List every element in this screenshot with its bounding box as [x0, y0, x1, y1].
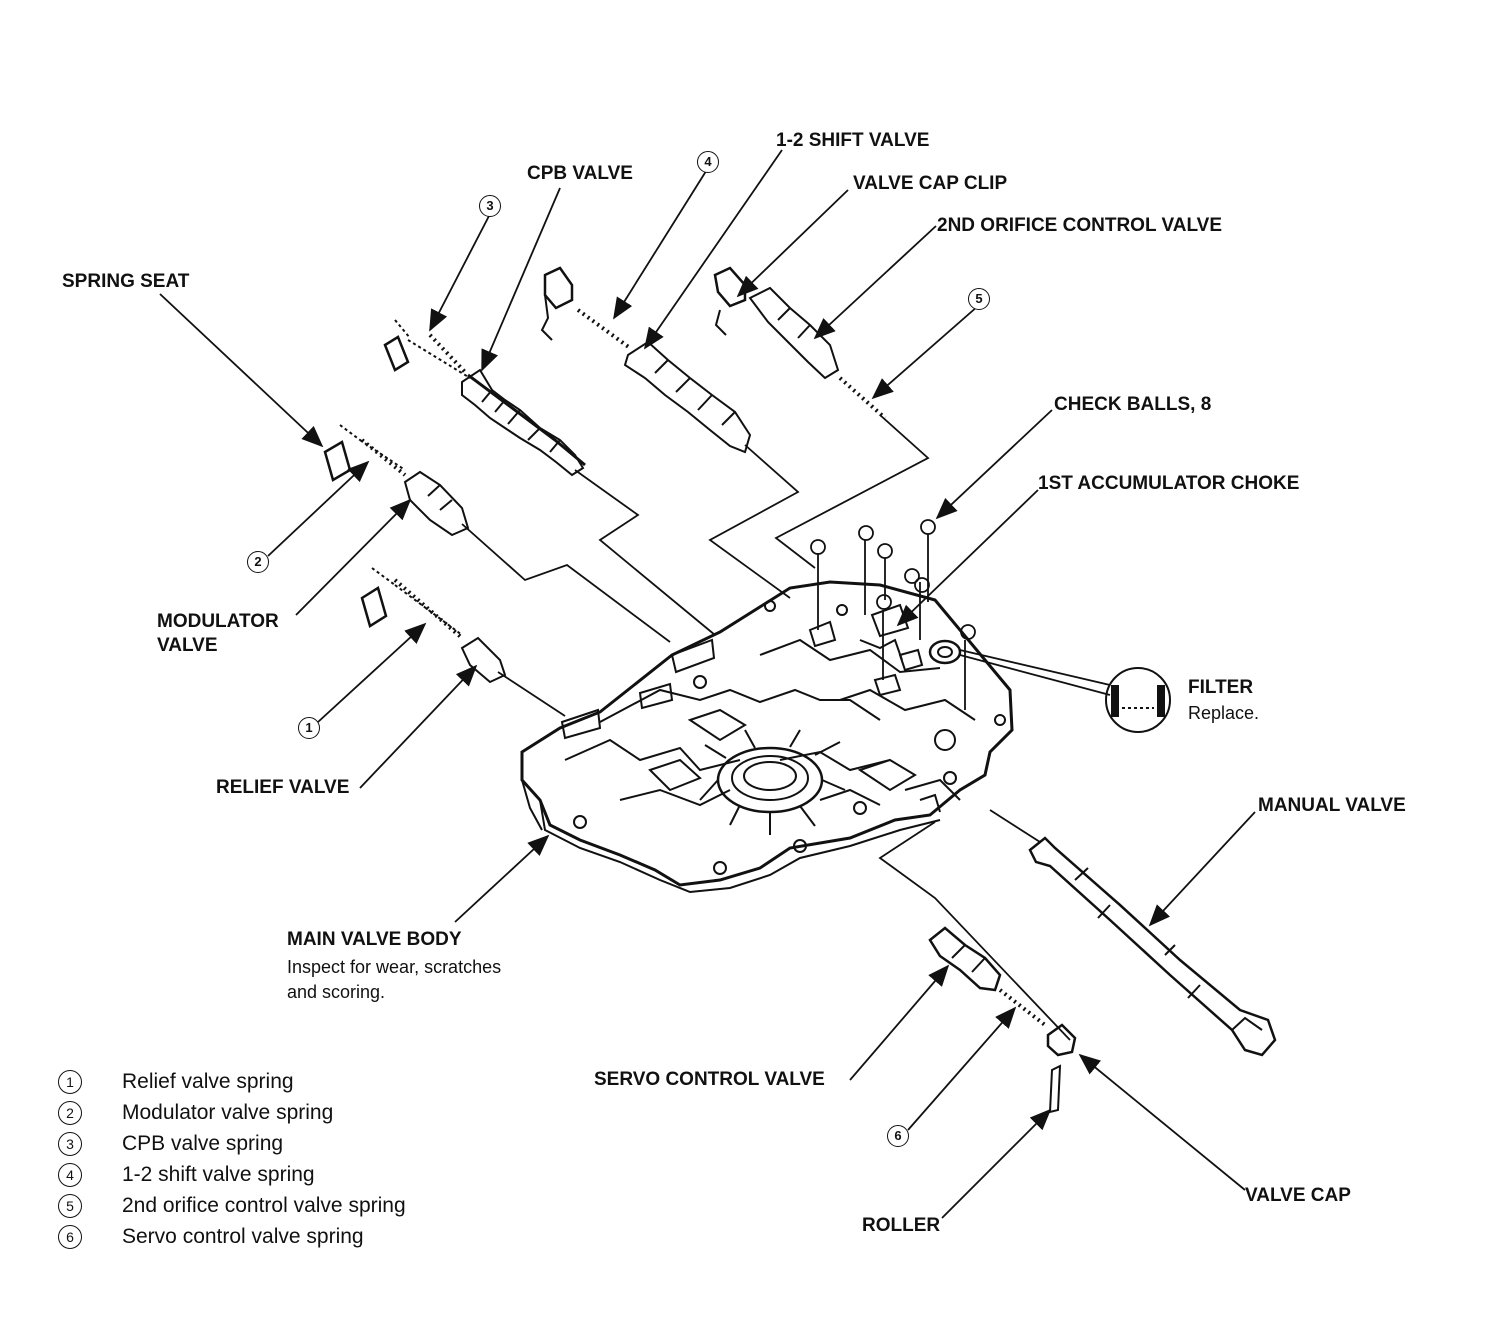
legend-item: 4 1-2 shift valve spring — [58, 1159, 406, 1190]
legend-number: 5 — [58, 1193, 82, 1218]
legend-text: Servo control valve spring — [122, 1224, 364, 1248]
label-main-valve-body-note-line2: and scoring. — [287, 982, 386, 1002]
filter-shape — [1105, 667, 1171, 733]
label-main-valve-body: MAIN VALVE BODY — [287, 929, 462, 950]
label-valve-cap: VALVE CAP — [1245, 1185, 1351, 1206]
cpb-valve-shape — [383, 319, 586, 477]
spring-legend: 1 Relief valve spring 2 Modulator valve … — [58, 1066, 406, 1252]
callout-5: 5 — [968, 288, 990, 310]
legend-text: 2nd orifice control valve spring — [122, 1193, 406, 1217]
label-filter: FILTER — [1188, 677, 1254, 698]
label-valve-cap-clip: VALVE CAP CLIP — [853, 173, 1008, 194]
servo-control-valve-shape — [928, 926, 1077, 1114]
shift-valve-1-2-shape — [540, 266, 752, 454]
legend-text: CPB valve spring — [122, 1131, 284, 1155]
callout-4: 4 — [697, 151, 719, 173]
label-manual-valve: MANUAL VALVE — [1258, 795, 1406, 816]
legend-item: 6 Servo control valve spring — [58, 1221, 406, 1252]
label-modulator-valve-line1: MODULATOR — [157, 611, 279, 632]
legend-item: 2 Modulator valve spring — [58, 1097, 406, 1128]
callout-6: 6 — [887, 1125, 909, 1147]
label-spring-seat: SPRING SEAT — [62, 271, 190, 292]
label-check-balls: CHECK BALLS, 8 — [1054, 394, 1212, 415]
legend-number: 1 — [58, 1069, 82, 1094]
legend-number: 3 — [58, 1131, 82, 1156]
legend-text: 1-2 shift valve spring — [122, 1162, 315, 1186]
callout-1: 1 — [298, 717, 320, 739]
orifice-control-valve-shape — [713, 266, 887, 420]
legend-item: 1 Relief valve spring — [58, 1066, 406, 1097]
label-filter-note: Replace. — [1188, 703, 1260, 723]
label-main-valve-body-note-line1: Inspect for wear, scratches — [287, 957, 502, 977]
label-modulator-valve-line2: VALVE — [157, 635, 218, 656]
legend-text: Modulator valve spring — [122, 1100, 334, 1124]
relief-valve-shape — [360, 567, 507, 684]
legend-text: Relief valve spring — [122, 1069, 294, 1093]
callout-2: 2 — [247, 551, 269, 573]
label-cpb-valve: CPB VALVE — [527, 163, 633, 184]
main-valve-body-shape — [520, 580, 1014, 894]
label-1st-accumulator-choke: 1ST ACCUMULATOR CHOKE — [1038, 473, 1300, 494]
manual-valve-shape — [1028, 836, 1277, 1057]
label-roller: ROLLER — [862, 1215, 941, 1236]
legend-number: 2 — [58, 1100, 82, 1125]
label-2nd-orifice-control-valve: 2ND ORIFICE CONTROL VALVE — [937, 215, 1223, 236]
legend-number: 4 — [58, 1162, 82, 1187]
assembly-lines — [461, 414, 1111, 1041]
modulator-valve-shape — [323, 424, 470, 537]
legend-item: 5 2nd orifice control valve spring — [58, 1190, 406, 1221]
label-relief-valve: RELIEF VALVE — [216, 777, 350, 798]
check-balls-shape — [810, 519, 976, 640]
leader-arrows — [159, 149, 1256, 1219]
label-shift-valve-1-2: 1-2 SHIFT VALVE — [776, 130, 930, 151]
label-servo-control-valve: SERVO CONTROL VALVE — [594, 1069, 825, 1090]
legend-item: 3 CPB valve spring — [58, 1128, 406, 1159]
legend-number: 6 — [58, 1224, 82, 1249]
callout-3: 3 — [479, 195, 501, 217]
